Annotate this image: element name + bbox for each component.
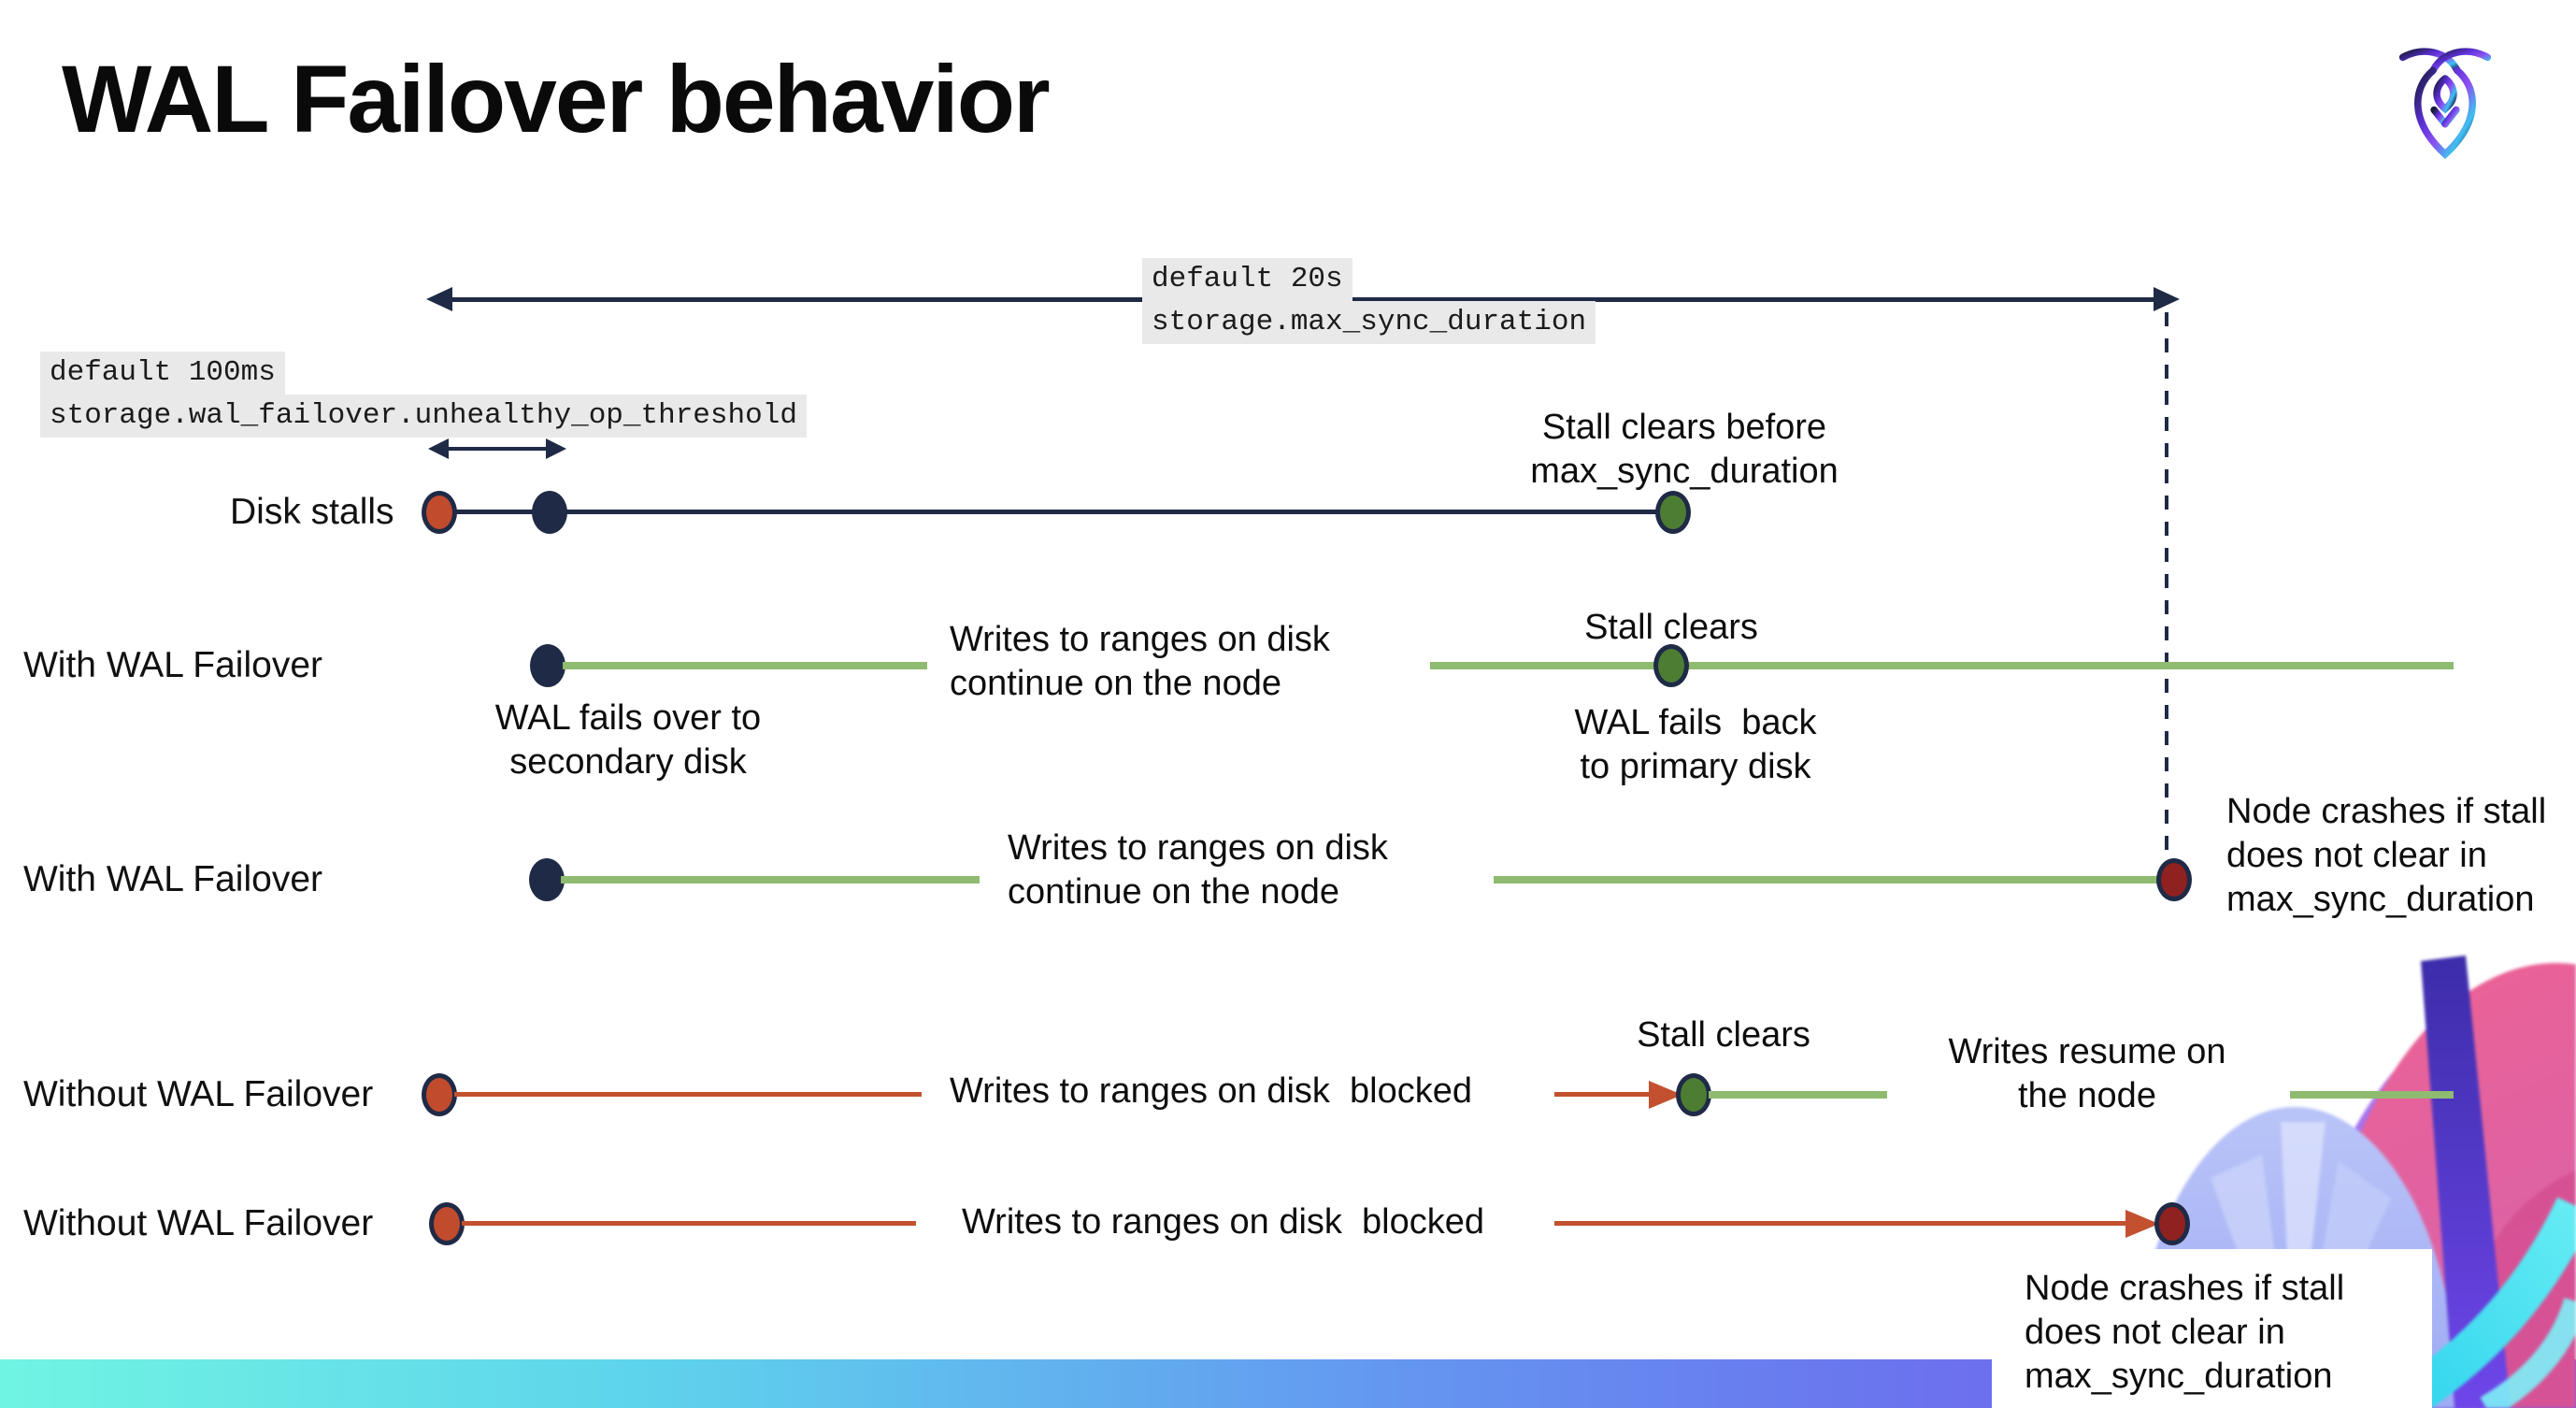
writes-blocked-annotation-2: Writes to ranges on disk blocked — [962, 1202, 1485, 1242]
writes-resume-line-a — [1709, 1091, 1887, 1099]
unhealthy-threshold-span-line — [445, 447, 548, 451]
node-crashes-annotation-1: Node crashes if stall does not clear in … — [2226, 792, 2547, 919]
stall-start-dot — [422, 491, 457, 534]
max-sync-deadline-dashed-line — [2165, 312, 2168, 860]
writes-continue-annotation-2: Writes to ranges on disk continue on the… — [1008, 828, 1388, 912]
writes-blocked-line-1b — [1554, 1092, 1659, 1097]
row-label-disk-stalls: Disk stalls — [230, 492, 394, 532]
writes-blocked-line-1a — [454, 1092, 922, 1097]
wal-fails-back-annotation: WAL fails back to primary disk — [1574, 703, 1817, 786]
cockroachdb-logo-icon — [2395, 43, 2496, 165]
max-sync-setting-tag: storage.max_sync_duration — [1142, 301, 1596, 344]
unhealthy-setting-tag: storage.wal_failover.unhealthy_op_thresh… — [40, 395, 807, 438]
stall-start-dot-3 — [429, 1202, 465, 1245]
stall-clears-annotation-2: Stall clears — [1637, 1015, 1810, 1055]
writes-blocked-line-2a — [462, 1221, 916, 1226]
writes-continue-annotation-1: Writes to ranges on disk continue on the… — [950, 620, 1330, 703]
failover-dot-1 — [530, 644, 565, 687]
span-arrowhead-right-icon — [2154, 287, 2180, 311]
small-arrowhead-left-icon — [428, 438, 449, 459]
failover-dot-2 — [529, 858, 565, 901]
node-crashes-annotation-2: Node crashes if stall does not clear in … — [2025, 1269, 2345, 1396]
unhealthy-default-tag: default 100ms — [40, 352, 285, 395]
stall-clears-annotation-1: Stall clears — [1584, 608, 1758, 647]
span-arrowhead-left-icon — [426, 287, 452, 311]
writes-blocked-line-2b — [1554, 1221, 2137, 1226]
stall-clears-dot-3 — [1676, 1073, 1711, 1116]
stall-clears-before-annotation: Stall clears before max_sync_duration — [1530, 408, 1839, 491]
max-sync-default-tag: default 20s — [1142, 258, 1352, 301]
writes-continue-line-2a — [561, 876, 980, 884]
stall-clears-dot-1 — [1655, 491, 1691, 534]
small-arrowhead-right-icon — [546, 438, 566, 459]
writes-resume-line-b — [2290, 1091, 2454, 1099]
writes-blocked-annotation-1: Writes to ranges on disk blocked — [950, 1071, 1473, 1111]
disk-stall-timeline-line — [439, 510, 1673, 514]
node-crash-dot-2 — [2154, 1202, 2190, 1245]
stall-clears-dot-2 — [1653, 644, 1689, 687]
writes-resume-annotation: Writes resume on the node — [1948, 1032, 2226, 1115]
writes-continue-line-1b — [1430, 662, 2454, 669]
row-label-with-wal-failover-2: With WAL Failover — [23, 859, 322, 899]
row-label-with-wal-failover-1: With WAL Failover — [23, 645, 322, 685]
node-crash-callout-box — [1992, 1249, 2432, 1408]
blocked-arrowhead-icon-2 — [2125, 1210, 2159, 1238]
page-title: WAL Failover behavior — [62, 46, 1051, 152]
threshold-dot — [532, 491, 567, 534]
wal-fails-over-annotation: WAL fails over to secondary disk — [494, 698, 762, 782]
row-label-without-wal-failover-1: Without WAL Failover — [23, 1074, 374, 1114]
stall-start-dot-2 — [422, 1073, 457, 1116]
writes-continue-line-1a — [563, 662, 927, 669]
node-crash-dot-1 — [2156, 858, 2192, 901]
writes-continue-line-2b — [1494, 876, 2168, 884]
row-label-without-wal-failover-2: Without WAL Failover — [23, 1203, 374, 1243]
